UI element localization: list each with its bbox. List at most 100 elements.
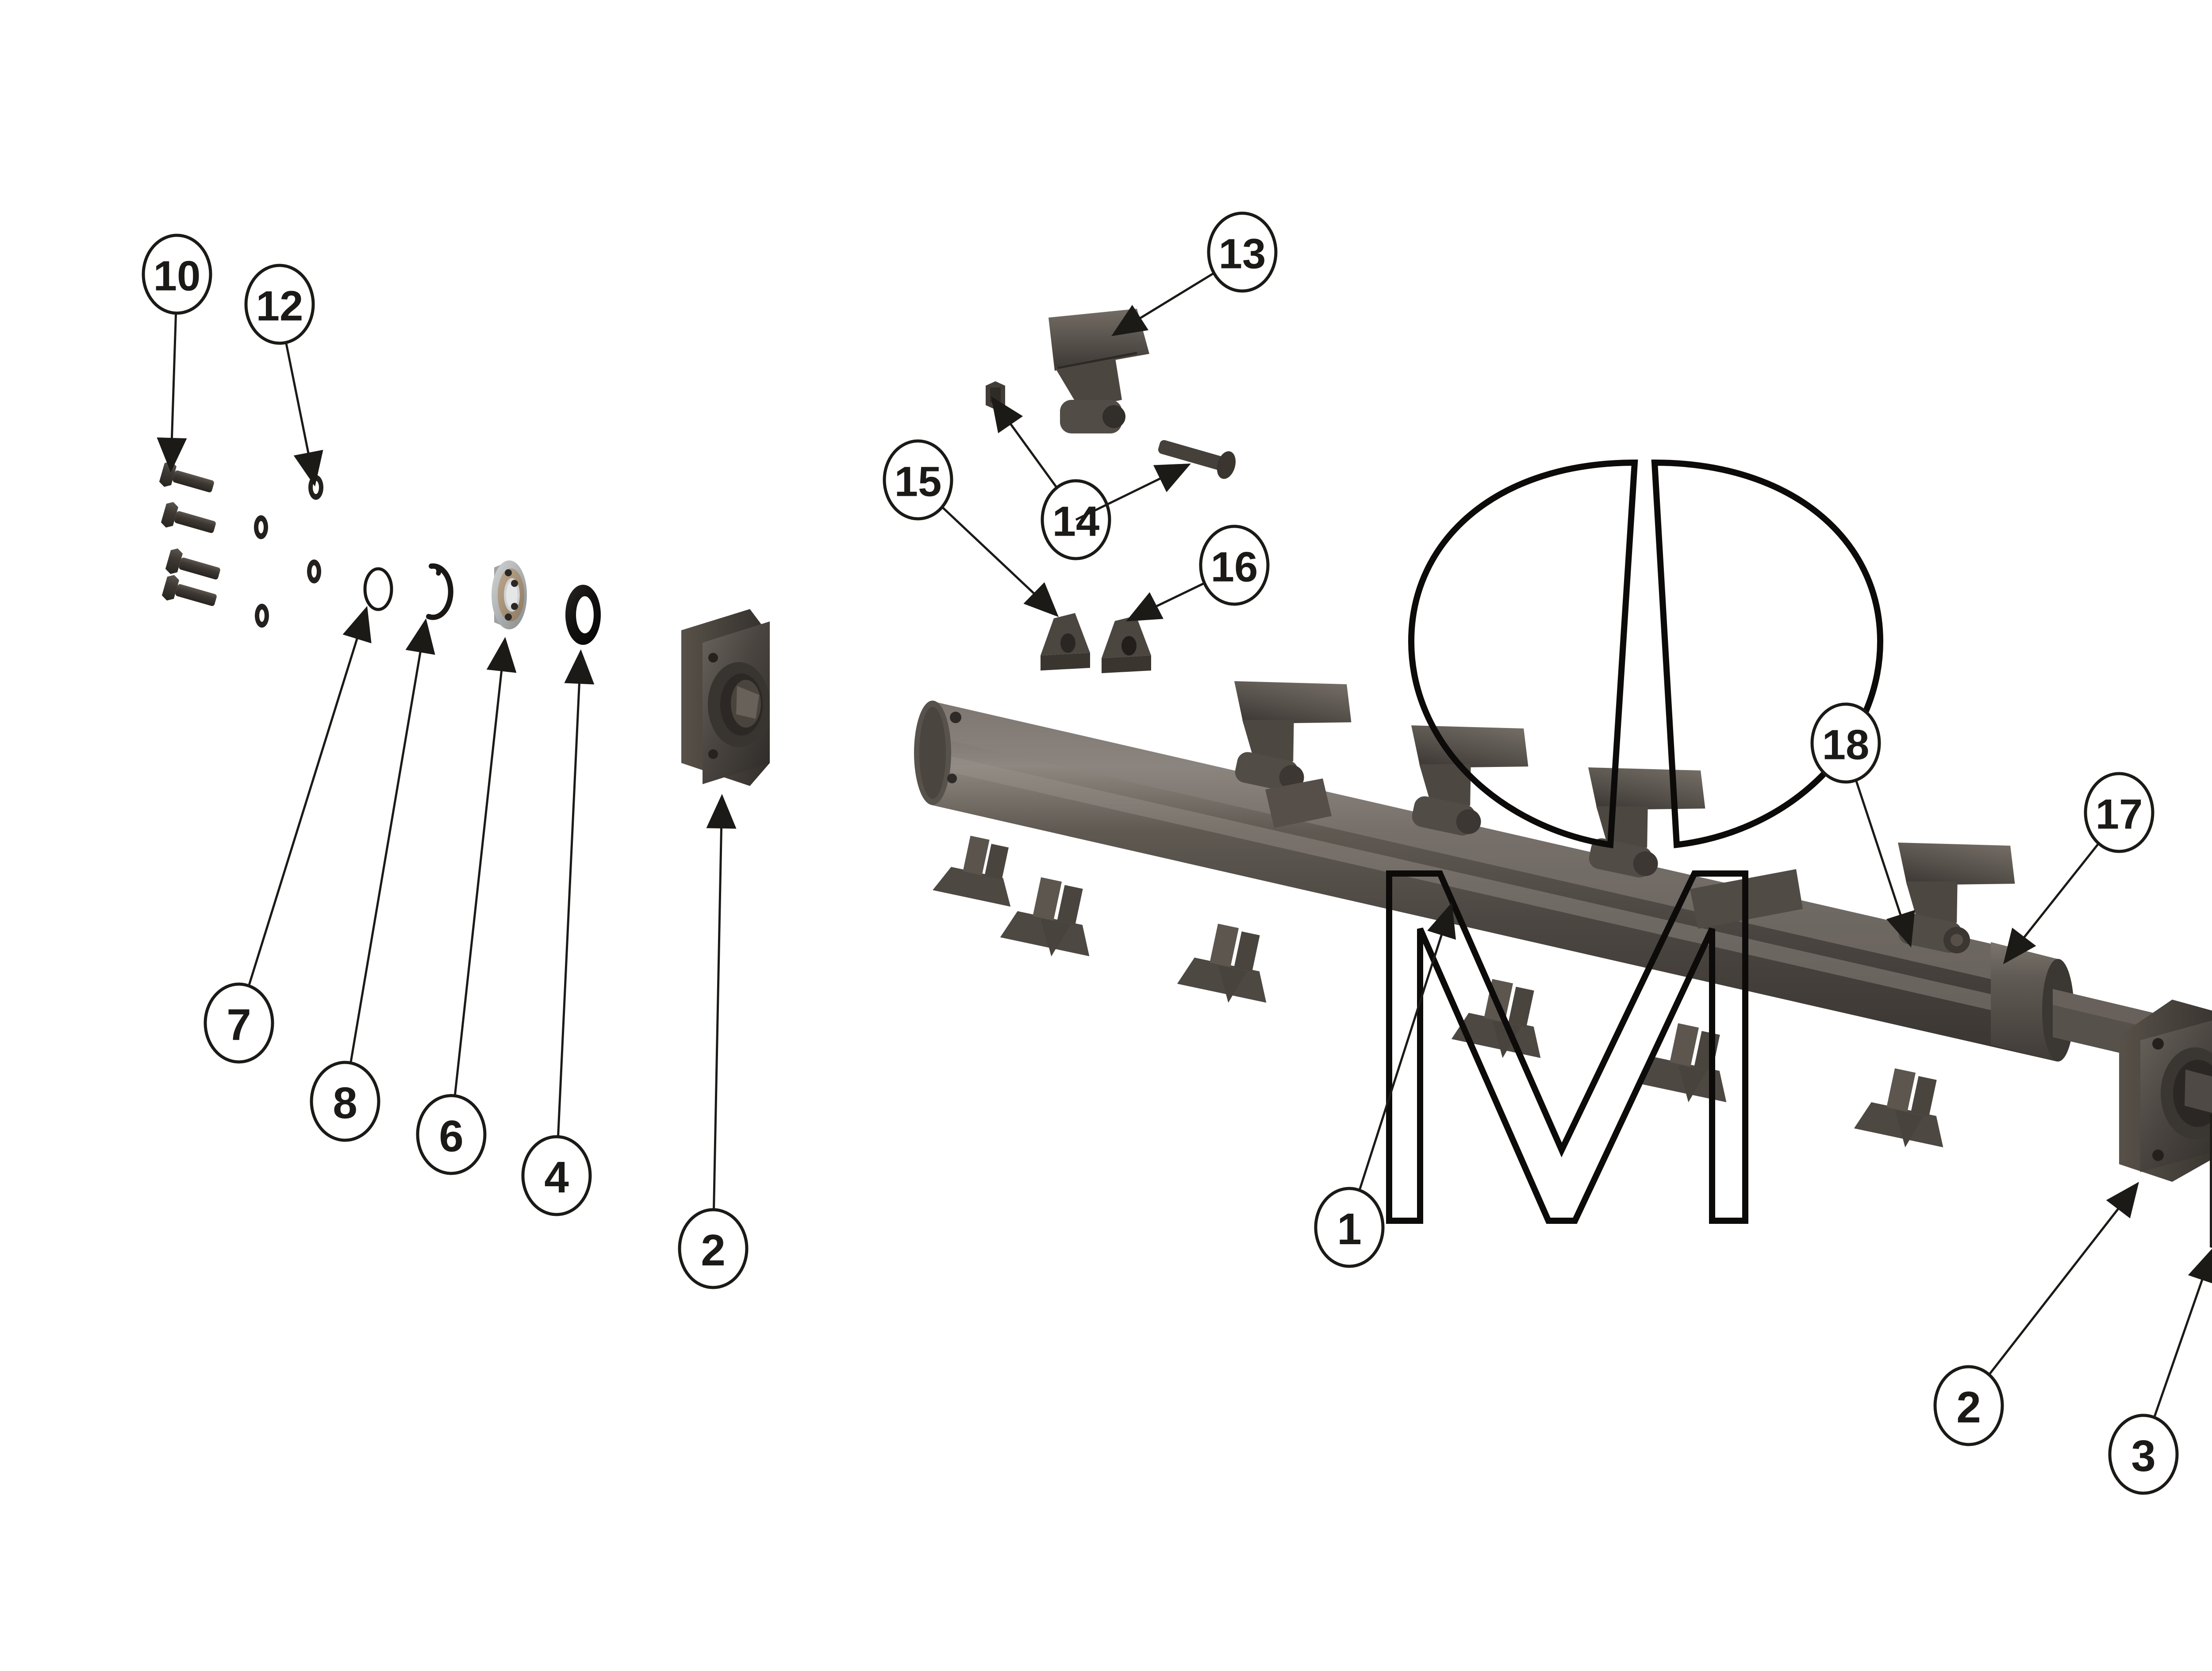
callout-number: 3 bbox=[2131, 1431, 2156, 1481]
callout-number: 17 bbox=[2096, 791, 2143, 838]
callout-leader-line bbox=[1988, 1193, 2131, 1376]
callout-arrowhead bbox=[342, 606, 372, 644]
callout-number: 6 bbox=[439, 1111, 464, 1161]
callout-arrowhead bbox=[405, 618, 435, 655]
callout-bubble[interactable] bbox=[204, 982, 274, 1064]
callout-arrowhead bbox=[1427, 902, 1456, 940]
callout-6[interactable]: 6 bbox=[416, 637, 517, 1175]
callout-12[interactable]: 12 bbox=[244, 264, 323, 487]
callout-number: 14 bbox=[1052, 498, 1100, 545]
callout-bubble[interactable] bbox=[1314, 1187, 1385, 1268]
callout-number: 2 bbox=[1956, 1383, 1981, 1432]
callout-number: 10 bbox=[154, 253, 201, 300]
callout-leader-line bbox=[712, 809, 723, 1211]
callout-leader-line bbox=[557, 664, 581, 1138]
callout-16[interactable]: 16 bbox=[1126, 525, 1270, 621]
shaft-mount-feet-lower bbox=[933, 836, 1943, 1148]
callout-arrowhead bbox=[1153, 464, 1191, 492]
bearing-left bbox=[492, 560, 527, 629]
callout-bubble[interactable] bbox=[883, 439, 953, 521]
snapring-left bbox=[426, 563, 453, 620]
bolt-left-4 bbox=[161, 575, 217, 606]
callout-arrowhead bbox=[1126, 592, 1164, 621]
callout-bubble[interactable] bbox=[1933, 1365, 2004, 1446]
callout-18[interactable]: 18 bbox=[1810, 702, 1915, 947]
callout-number: 7 bbox=[227, 1000, 251, 1050]
bolt-left-2 bbox=[161, 502, 216, 533]
callout-bubble[interactable] bbox=[310, 1061, 380, 1142]
endcap-right bbox=[2119, 1000, 2212, 1182]
callout-arrowhead bbox=[2188, 1249, 2212, 1284]
callout-arrowhead bbox=[1111, 305, 1149, 336]
callout-number: 15 bbox=[895, 458, 942, 506]
callout-arrowhead bbox=[1886, 910, 1915, 947]
callout-leader-line bbox=[2011, 842, 2100, 953]
endcap-left bbox=[681, 609, 770, 786]
callout-arrowhead bbox=[293, 449, 323, 487]
callout-leader-line bbox=[453, 652, 505, 1097]
callout-3[interactable]: 3 bbox=[2108, 1247, 2212, 1495]
callout-arrowhead bbox=[486, 637, 517, 673]
callout-leader-line bbox=[170, 312, 177, 458]
callout-bubble[interactable] bbox=[1199, 525, 1270, 606]
callout-15[interactable]: 15 bbox=[883, 439, 1059, 617]
callout-bubble[interactable] bbox=[1810, 702, 1881, 784]
left-parts-group bbox=[159, 461, 770, 786]
callout-10[interactable]: 10 bbox=[142, 234, 212, 472]
callout-bubble[interactable] bbox=[2084, 772, 2154, 853]
callout-bubble[interactable] bbox=[678, 1208, 749, 1289]
callout-bubble[interactable] bbox=[416, 1094, 487, 1175]
callout-number: 13 bbox=[1219, 230, 1266, 278]
callout-leader[interactable] bbox=[1075, 464, 1191, 521]
blade-pin bbox=[1158, 440, 1236, 479]
washer-left-3 bbox=[307, 560, 321, 583]
callout-leader-line bbox=[941, 506, 1049, 608]
callout-number: 2 bbox=[701, 1226, 726, 1275]
callout-8[interactable]: 8 bbox=[310, 618, 435, 1142]
callout-arrowhead bbox=[564, 649, 595, 685]
callout-leader-line bbox=[2153, 1261, 2210, 1419]
callout-leader-line bbox=[284, 341, 313, 472]
callout-bubble[interactable] bbox=[521, 1135, 592, 1216]
callout-arrowhead bbox=[706, 794, 737, 829]
callout-bubble[interactable] bbox=[2108, 1414, 2179, 1495]
callout-bubble[interactable] bbox=[142, 234, 212, 315]
callout-1[interactable]: 1 bbox=[1314, 902, 1456, 1268]
callout-number: 4 bbox=[544, 1153, 569, 1202]
callout-13[interactable]: 13 bbox=[1111, 211, 1278, 336]
oring-left bbox=[363, 567, 393, 611]
callout-number: 8 bbox=[333, 1078, 357, 1128]
callout-arrowhead bbox=[1023, 582, 1059, 617]
callout-number: 1 bbox=[1337, 1204, 1362, 1254]
callout-bubble[interactable] bbox=[1207, 211, 1278, 293]
callout-7[interactable]: 7 bbox=[204, 606, 372, 1064]
callout-17[interactable]: 17 bbox=[2003, 772, 2154, 964]
callout-arrowhead bbox=[157, 437, 187, 472]
washer-left-2 bbox=[254, 515, 268, 539]
callout-leader-line bbox=[1855, 779, 1908, 934]
shaft-tube bbox=[914, 701, 2204, 1071]
callout-leader-line bbox=[247, 620, 364, 987]
callout-number: 16 bbox=[1211, 544, 1258, 591]
washer-left-4 bbox=[255, 604, 269, 628]
callout-arrowhead bbox=[2003, 927, 2036, 964]
callout-leader-line bbox=[349, 633, 425, 1064]
callout-number: 12 bbox=[256, 283, 303, 330]
mount-bracket-a bbox=[1041, 613, 1090, 671]
angle-bracket bbox=[2210, 1113, 2212, 1248]
bolt-left-3 bbox=[165, 548, 220, 580]
callout-2[interactable]: 2 bbox=[1933, 1182, 2139, 1446]
callout-4[interactable]: 4 bbox=[521, 649, 595, 1216]
callout-bubble[interactable] bbox=[244, 264, 315, 345]
callout-number: 18 bbox=[1822, 721, 1870, 769]
right-parts-group bbox=[2119, 1000, 2212, 1248]
callout-leader-line bbox=[1358, 916, 1449, 1192]
watermark-logo bbox=[1386, 459, 1884, 1224]
seal-left bbox=[565, 585, 601, 645]
main-shaft-assembly bbox=[914, 681, 2204, 1148]
callout-layer: 10127864213151416181171192346851210 bbox=[142, 211, 2212, 1495]
mount-bracket-b bbox=[1102, 616, 1151, 673]
callout-2[interactable]: 2 bbox=[678, 794, 749, 1289]
